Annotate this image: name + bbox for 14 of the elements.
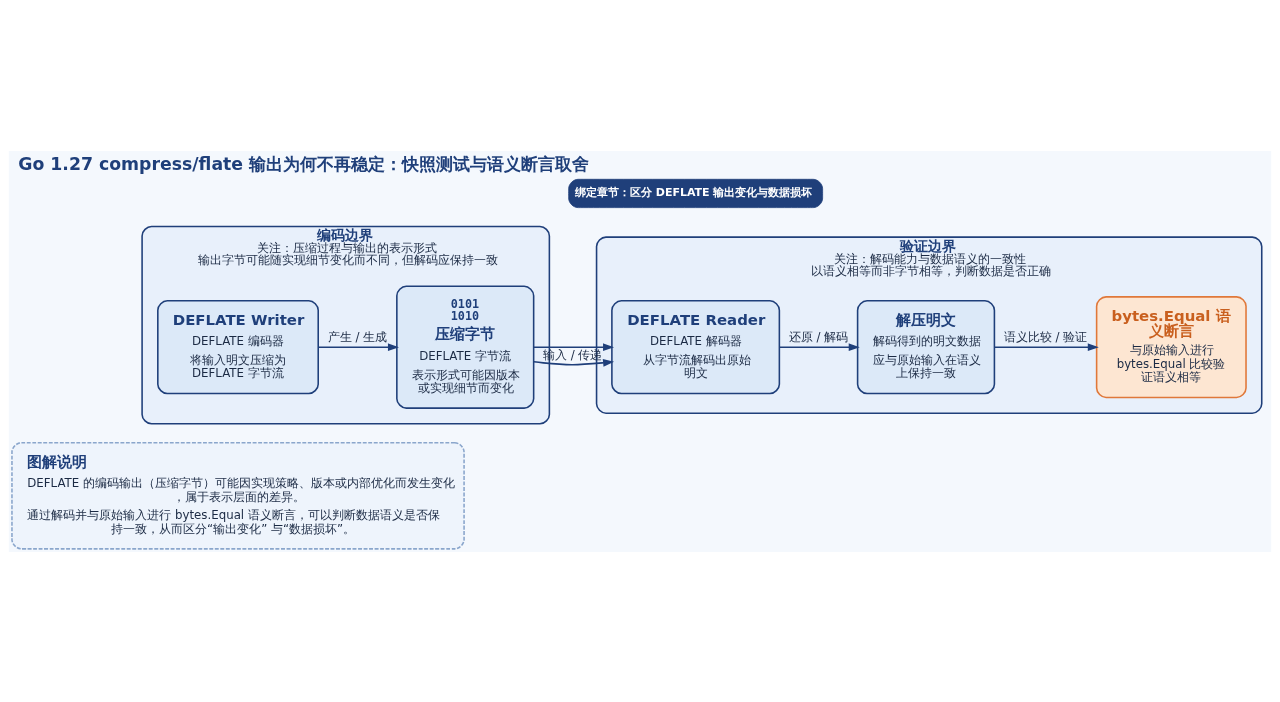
edge-label: 产生 / 生成 bbox=[327, 329, 388, 344]
node-box: 解压明文 解码得到的明文数据 应与原始输入在语义上保持一致 bbox=[856, 299, 996, 394]
edge-label: 还原 / 解码 bbox=[788, 329, 849, 344]
arrow bbox=[317, 342, 399, 351]
node-box: bytes.Equal 语义断言 与原始输入进行bytes.Equal 比较验证语义相等 bbox=[1095, 295, 1247, 398]
arrow bbox=[778, 342, 860, 351]
diagram-title: Go 1.27 compress/flate 输出为何不再稳定：快照测试与语义断言取舍 bbox=[18, 153, 590, 174]
label: 绑定章节：区分 DEFLATE 输出变化与数据损坏 bbox=[574, 185, 813, 199]
node-box: DEFLATE Reader DEFLATE 解码器 从字节流解码出原始明文 bbox=[611, 299, 781, 394]
arrow bbox=[993, 342, 1099, 351]
node-box: 图解说明 DEFLATE 的编码输出（压缩字节）可能因实现策略、版本或内部优化而发生变化，属于表示层面的差异。 通过解码并与原始输入进行 bytes.Equal 语义断言，可以判断数据语义是否保持一致，从而区分“输出变化” 与“数据损坏”。 bbox=[11, 441, 465, 550]
node-box: DEFLATE Writer DEFLATE 编码器 将输入明文压缩为DEFLATE 字节流 bbox=[157, 299, 319, 394]
node-box: 0101 1010 压缩字节 DEFLATE 字节流 表示形式可能因版本或实现细节而变化 bbox=[396, 284, 535, 409]
edge-label: 语义比较 / 验证 bbox=[1003, 329, 1088, 344]
